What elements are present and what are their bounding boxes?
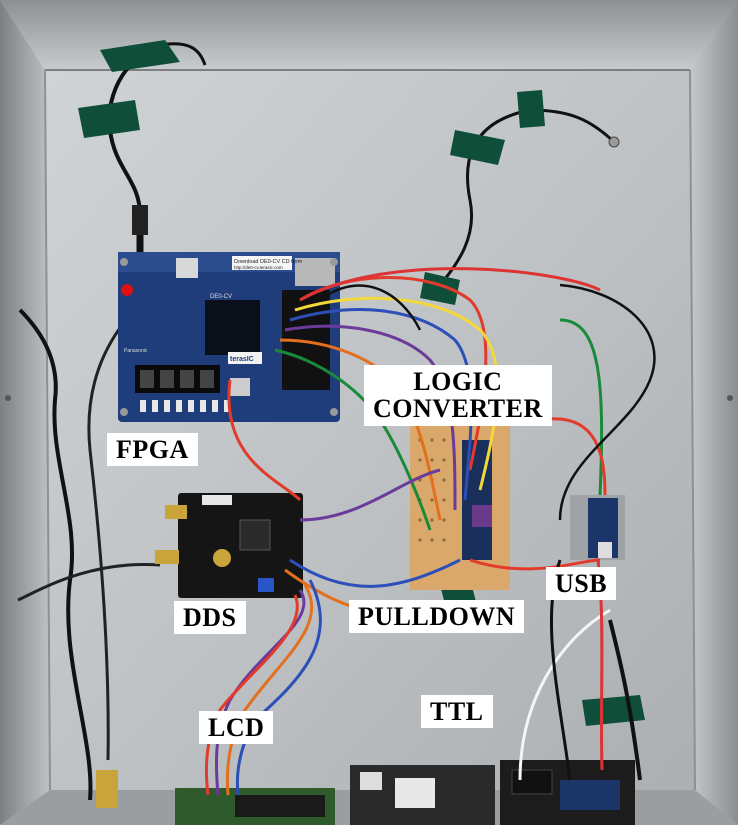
label-ttl: TTL (421, 695, 493, 729)
label-usb: USB (546, 567, 617, 601)
logic-converter-board (410, 425, 510, 590)
tape (78, 100, 140, 138)
sma-connector (96, 770, 118, 808)
label-lcd: LCD (199, 711, 274, 745)
tape (100, 40, 180, 72)
fpga-brand-text: terasIC (230, 356, 254, 363)
fpga-panasonic-text: Panasonic (124, 348, 148, 354)
enclosure-left-wall (0, 0, 50, 825)
label-dds: DDS (174, 601, 246, 635)
tape (517, 90, 545, 128)
enclosure-top-wall (0, 0, 738, 70)
fpga-url-text: http://de0-cv.terasic.com (234, 265, 283, 270)
lcd-board (175, 788, 335, 825)
ttl-boards (350, 760, 635, 825)
label-fpga: FPGA (107, 433, 198, 467)
enclosure-right-wall (690, 0, 738, 825)
label-pulldown: PULLDOWN (349, 600, 525, 634)
label-logic-converter: LOGIC CONVERTER (364, 365, 552, 426)
fpga-model-text: DE0-CV (210, 294, 232, 300)
dds-board (155, 493, 303, 598)
usb-module (570, 495, 625, 560)
tape (450, 130, 505, 165)
fpga-header-text: Download DE0-CV CD from (234, 259, 303, 265)
tape (420, 272, 460, 305)
